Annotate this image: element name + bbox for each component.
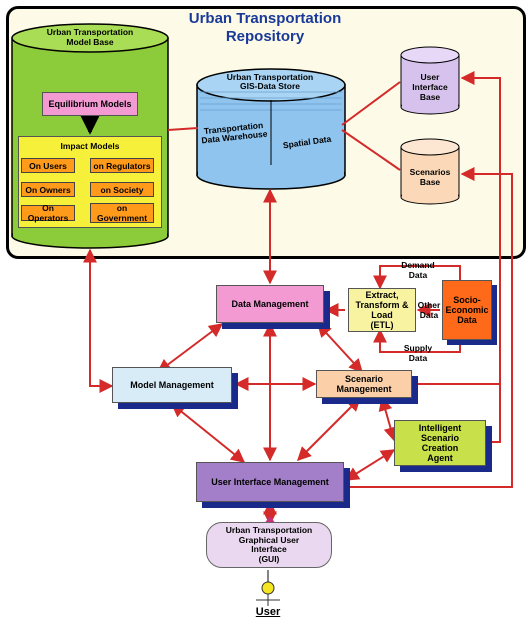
data-to-model-management-arrow	[156, 323, 224, 373]
impact-on-owners: On Owners	[21, 182, 75, 197]
user-figure	[256, 570, 280, 606]
model-base-title: Urban Transportation Model Base	[22, 27, 158, 47]
scenario-management-to-ui-base-arrow	[416, 71, 501, 385]
demand-data-loop	[373, 265, 461, 290]
impact-on-operators: On Operators	[21, 203, 75, 223]
equilibrium-models-box: Equilibrium Models	[42, 92, 138, 116]
data-management-label: Data Management	[231, 299, 309, 309]
user-interface-base-cylinder	[400, 46, 460, 115]
model-base-title-line2: Model Base	[66, 37, 114, 47]
impact-on-government: on Government	[90, 203, 154, 223]
gis-title-line2: GIS-Data Store	[240, 81, 300, 91]
gis-data-store-cylinder	[196, 68, 346, 190]
scenario-management-box: Scenario Management	[316, 370, 412, 398]
gis-to-scenarios-base-line	[341, 129, 401, 171]
supply-data-loop	[373, 328, 461, 353]
connectors	[83, 71, 513, 526]
etl-box: Extract,Transform &Load(ETL)	[348, 288, 416, 332]
repository-title-line2: Repository	[225, 28, 305, 45]
model-management-label: Model Management	[130, 380, 214, 390]
repository-title-line1: Urban Transportation	[188, 10, 342, 27]
model-base-model-management-arrow	[83, 248, 114, 393]
impact-models-title: Impact Models	[60, 141, 120, 151]
repository-title: Urban Transportation Repository	[175, 10, 355, 46]
data-management-box: Data Management	[216, 285, 324, 323]
agent-to-scenario-line	[488, 384, 501, 443]
ui-management-box: User Interface Management	[196, 462, 344, 502]
equilibrium-models-label: Equilibrium Models	[48, 99, 132, 109]
scenarios-base-cylinder	[400, 138, 460, 205]
ui-management-label: User Interface Management	[211, 477, 329, 487]
gis-title-line1: Urban Transportation	[226, 72, 314, 82]
scenario-management-label: Scenario Management	[336, 374, 392, 394]
gis-to-ui-base-line	[341, 81, 401, 126]
gis-title: Urban Transportation GIS-Data Store	[205, 73, 335, 91]
data-to-scenario-management-arrow	[317, 322, 363, 374]
impact-on-regulators: on Regulators	[90, 158, 154, 173]
model-base-title-line1: Urban Transportation	[46, 27, 134, 37]
user-label: User	[255, 606, 281, 618]
model-base-to-gis-line	[167, 127, 199, 131]
scenario-to-ui-management-arrow	[297, 397, 361, 461]
model-management-box: Model Management	[112, 367, 232, 403]
model-to-ui-management-arrow	[170, 403, 246, 463]
impact-on-society: on Society	[90, 182, 154, 197]
impact-on-users: On Users	[21, 158, 75, 173]
scenario-to-agent-arrow	[378, 396, 398, 442]
ui-management-to-scenarios-base-arrow	[346, 167, 513, 488]
ui-management-to-agent-arrow	[344, 449, 396, 481]
